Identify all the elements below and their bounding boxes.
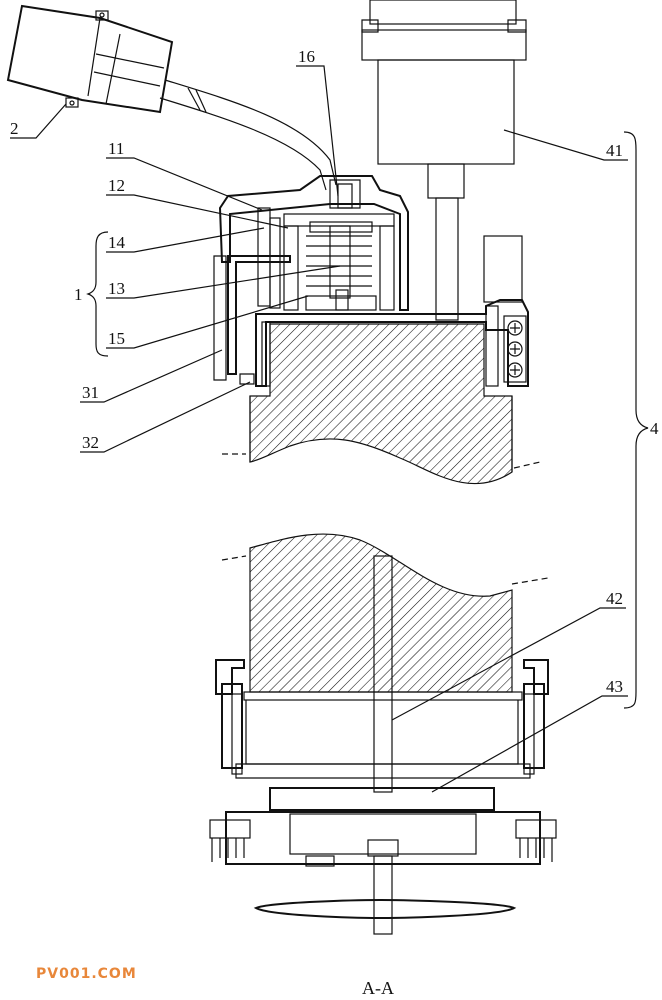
brace-1 xyxy=(86,231,109,357)
label-42: 42 xyxy=(606,589,623,608)
label-31: 31 xyxy=(82,383,99,402)
label-12: 12 xyxy=(108,176,125,195)
lower-housing xyxy=(209,659,557,935)
upper-spindle xyxy=(361,0,527,321)
label-15: 15 xyxy=(108,329,125,348)
watermark: PV001.COM xyxy=(36,966,137,982)
leader-lines xyxy=(10,65,628,793)
main-body-upper xyxy=(222,323,541,485)
connector-plug xyxy=(6,4,174,114)
head-assembly xyxy=(213,175,409,385)
cable xyxy=(159,79,337,191)
main-body-lower xyxy=(221,533,549,793)
brace-4 xyxy=(623,131,649,709)
section-label: A-A xyxy=(362,978,394,998)
screws xyxy=(503,315,527,383)
body-top-clamp xyxy=(255,235,529,387)
spring xyxy=(306,225,372,299)
label-32: 32 xyxy=(82,433,99,452)
label-11: 11 xyxy=(108,139,124,158)
label-2: 2 xyxy=(10,119,19,138)
label-14: 14 xyxy=(108,233,126,252)
label-1: 1 xyxy=(74,285,83,304)
label-13: 13 xyxy=(108,279,125,298)
label-43: 43 xyxy=(606,677,623,696)
label-4: 4 xyxy=(650,419,659,438)
label-41: 41 xyxy=(606,141,623,160)
label-16: 16 xyxy=(298,47,315,66)
